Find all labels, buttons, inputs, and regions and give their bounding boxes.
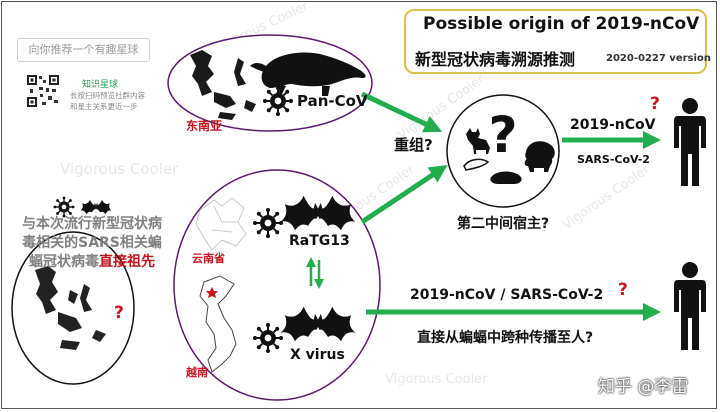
promo-description: 长按扫码预览社群内容 和星主关系更近一步 [70,91,145,111]
virus-icon [252,207,284,239]
arrow-bat-to-host [360,165,448,225]
promo-button[interactable]: 向你推荐一个有趣星球 [17,38,150,62]
arrow-pan-to-host [360,91,443,133]
human-icon [674,262,706,350]
title-chinese: 新型冠状病毒溯源推测 [415,50,576,69]
pig-icon [524,152,553,172]
ancestor-text: 与本次流行新型冠状病毒相关的SARS相关蝙蝠冠状病毒直接祖先 [16,215,168,272]
yunnan-vietnam-ellipse [173,169,381,401]
qr-code-icon [26,74,60,108]
question-mark-red: ? [618,280,628,300]
recombination-label: 重组? [394,136,433,154]
virus-pan-cov: Pan-CoV [297,92,368,110]
promo-title: 知识星球 [82,80,119,90]
zhihu-signature: 知乎 @李雷 [598,377,689,397]
human-icon [674,98,706,186]
virus-x: X virus [290,347,345,363]
path1-virus-label: 2019-nCoV [570,117,656,133]
region-southeast-asia: 东南亚 [186,119,223,133]
yunnan-map-icon [195,197,247,251]
title-box [404,9,707,74]
ancestor-text-highlight: 直接祖先 [99,254,155,270]
star-icon [206,287,218,298]
svg-text:?: ? [488,106,517,164]
question-mark-red: ? [114,303,124,323]
path2-desc-label: 直接从蝙蝠中跨种传播至人? [417,330,594,346]
civet-icon [490,171,522,184]
dog-icon [466,128,490,154]
vietnam-map-icon [199,275,237,373]
path2-virus-label: 2019-nCoV / SARS-CoV-2 [410,287,604,303]
watermark: Vigorous Cooler [60,160,179,178]
virus-ratg13: RaTG13 [289,233,350,249]
title-english: Possible origin of 2019-nCoV [423,14,700,34]
virus-icon [252,322,284,354]
second-host-label: 第二中间宿主? [457,216,550,232]
pangolin-icon [250,52,366,96]
ferret-icon [463,158,490,171]
question-mark-icon: ? [488,106,517,164]
region-vietnam: 越南 [186,366,208,379]
ancestor-text-main: 与本次流行新型冠状病毒相关的SARS相关蝙蝠冠状病毒 [22,216,162,270]
southeast-asia-map-icon [190,50,256,120]
region-yunnan: 云南省 [192,252,225,265]
watermark: Vigorous Cooler [385,372,488,387]
question-mark-red: ? [650,94,660,114]
bat-icon [80,199,112,215]
host-circle [446,94,560,208]
virus-icon [262,85,294,117]
southeast-asia-map-small-icon [35,266,106,350]
version-label: 2020-0227 version [606,53,711,64]
path1-sub-label: SARS-CoV-2 [577,153,650,166]
